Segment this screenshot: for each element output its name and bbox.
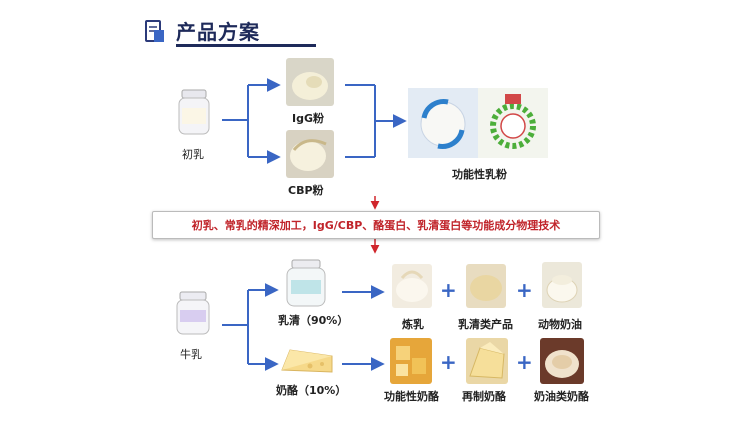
badge-icon bbox=[478, 88, 548, 158]
powder-icon bbox=[466, 264, 506, 308]
jar-icon bbox=[286, 259, 326, 307]
igg-powder-label: IgG粉 bbox=[292, 112, 324, 125]
source-colostrum-label: 初乳 bbox=[182, 148, 204, 161]
cheese-branch-label: 奶酪（10%） bbox=[276, 384, 347, 397]
document-icon bbox=[145, 20, 164, 42]
jar-icon bbox=[178, 89, 210, 135]
product-label: 炼乳 bbox=[402, 318, 424, 331]
powder-icon bbox=[408, 88, 478, 158]
whey-branch-label: 乳清（90%） bbox=[278, 314, 349, 327]
plus-icon: + bbox=[440, 278, 457, 302]
technology-banner: 初乳、常乳的精深加工，IgG/CBP、酪蛋白、乳清蛋白等功能成分物理技术 bbox=[152, 211, 600, 239]
title-underline bbox=[176, 44, 316, 47]
product-label: 奶油类奶酪 bbox=[534, 390, 589, 403]
plus-icon: + bbox=[440, 350, 457, 374]
plus-icon: + bbox=[516, 350, 533, 374]
cheese-icon bbox=[390, 338, 432, 384]
condensed-milk-icon bbox=[392, 264, 432, 308]
cheese-icon bbox=[466, 338, 508, 384]
product-label: 再制奶酪 bbox=[462, 390, 506, 403]
product-label: 动物奶油 bbox=[538, 318, 582, 331]
cream-icon bbox=[542, 262, 582, 308]
product-label: 功能性奶酪 bbox=[384, 390, 439, 403]
functional-milk-powder-label: 功能性乳粉 bbox=[452, 168, 507, 181]
plus-icon: + bbox=[516, 278, 533, 302]
powder-icon bbox=[286, 130, 334, 178]
source-milk-label: 牛乳 bbox=[180, 348, 202, 361]
cheese-icon bbox=[540, 338, 584, 384]
page-title: 产品方案 bbox=[176, 20, 260, 44]
cheese-icon bbox=[281, 349, 333, 373]
powder-icon bbox=[286, 58, 334, 106]
cbp-powder-label: CBP粉 bbox=[288, 184, 324, 197]
product-label: 乳清类产品 bbox=[458, 318, 513, 331]
jar-icon bbox=[176, 291, 210, 335]
